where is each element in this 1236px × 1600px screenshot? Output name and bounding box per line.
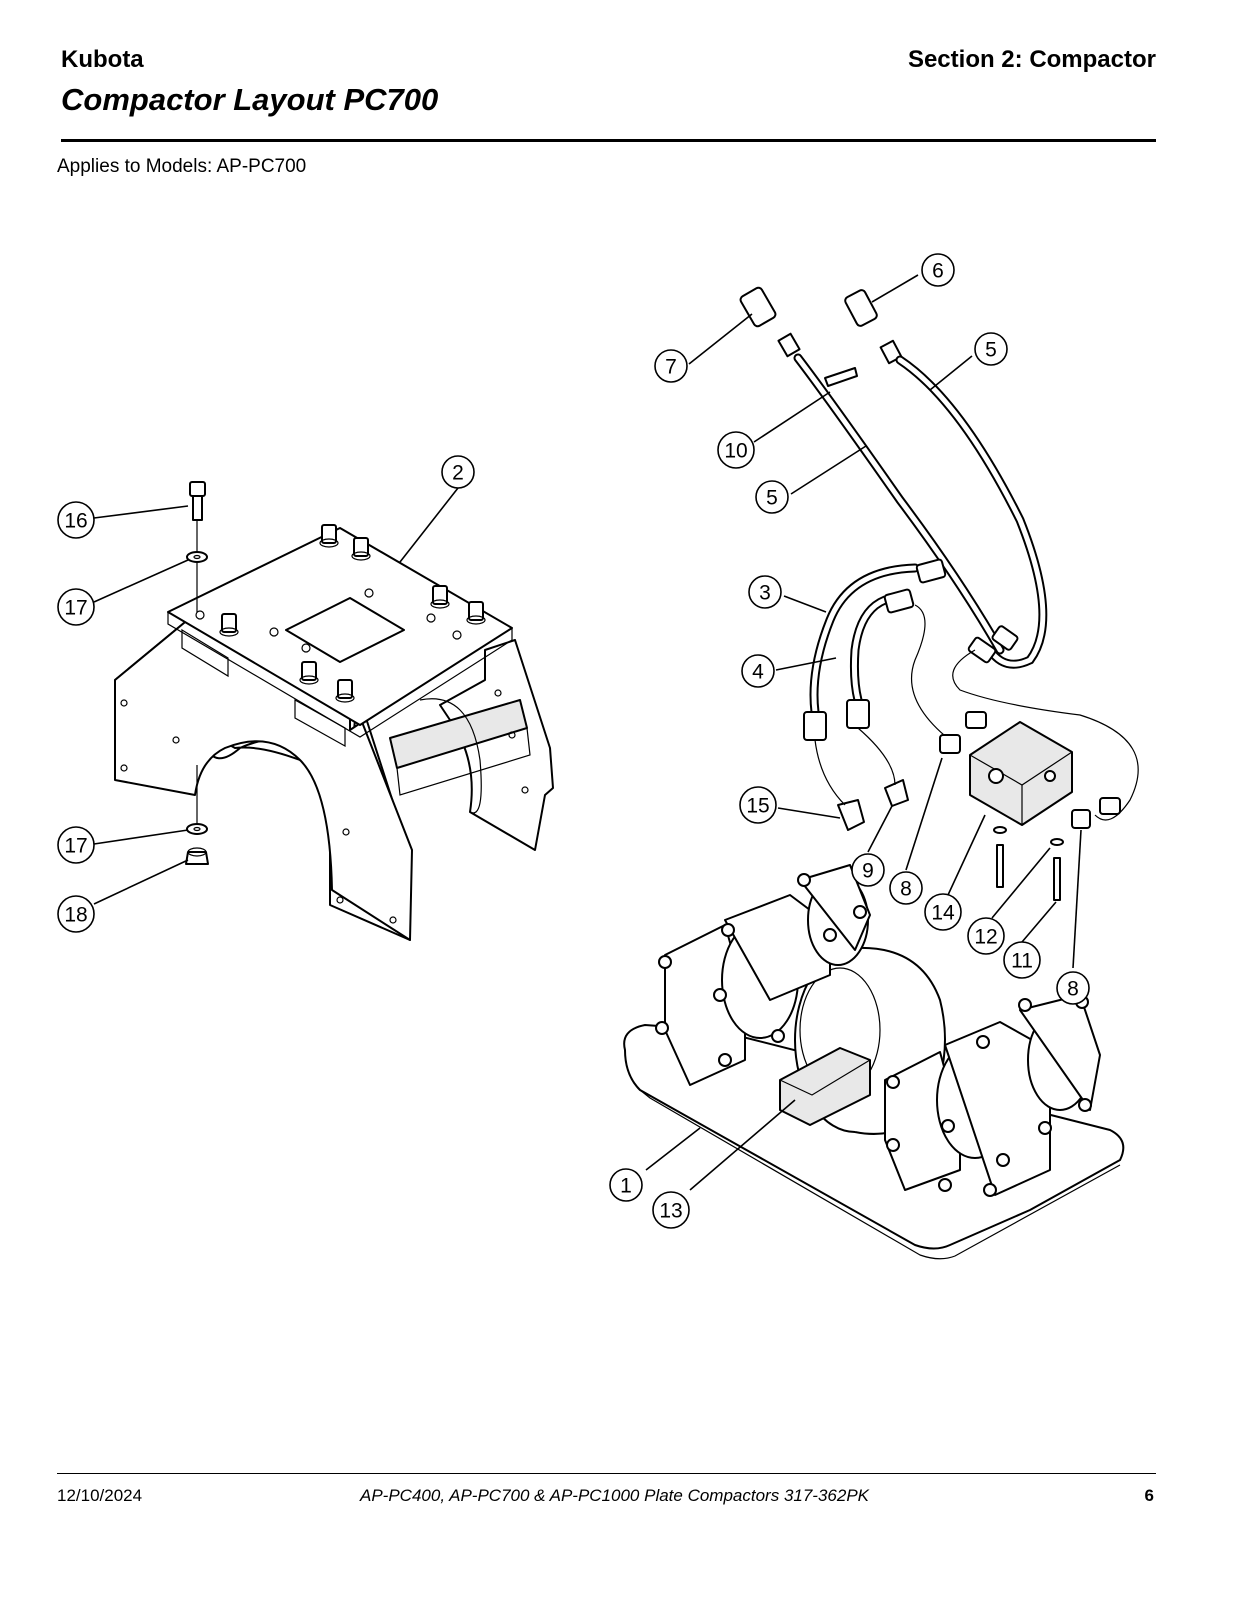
mounting-bracket-drawing [114, 481, 554, 941]
hydraulic-hoses-drawing [739, 286, 1139, 901]
callout-17-lower: 17 [57, 826, 95, 864]
svg-text:15: 15 [746, 795, 769, 818]
page-title: Compactor Layout PC700 [61, 82, 439, 117]
callout-11: 11 [1003, 941, 1041, 979]
header-divider [61, 139, 1156, 142]
callout-8-right: 8 [1056, 971, 1090, 1005]
callout-9: 9 [851, 853, 885, 887]
callout-1: 1 [609, 1168, 643, 1202]
svg-text:3: 3 [759, 582, 771, 605]
svg-text:5: 5 [985, 339, 997, 362]
svg-text:12: 12 [974, 926, 997, 949]
page-number: 6 [1144, 1486, 1154, 1505]
callout-17-upper: 17 [57, 588, 95, 626]
callout-4: 4 [741, 654, 775, 688]
svg-text:14: 14 [931, 902, 955, 925]
svg-text:2: 2 [452, 462, 464, 485]
callout-18: 18 [57, 895, 95, 933]
callout-7: 7 [654, 349, 688, 383]
callout-12: 12 [967, 917, 1005, 955]
callout-6: 6 [921, 253, 955, 287]
callout-15: 15 [739, 786, 777, 824]
footer-date: 12/10/2024 [57, 1486, 143, 1505]
section-label: Section 2: Compactor [907, 46, 1156, 73]
svg-text:8: 8 [900, 878, 912, 901]
svg-text:11: 11 [1011, 950, 1033, 973]
svg-text:10: 10 [724, 440, 747, 463]
applies-to-models: Applies to Models: AP-PC700 [57, 156, 307, 177]
callout-5-upper: 5 [974, 332, 1008, 366]
callout-14: 14 [924, 893, 962, 931]
callout-16: 16 [57, 501, 95, 539]
callout-13: 13 [652, 1191, 690, 1229]
svg-text:13: 13 [659, 1200, 682, 1223]
svg-text:17: 17 [64, 597, 87, 620]
callout-8-left: 8 [889, 871, 923, 905]
svg-text:18: 18 [64, 904, 87, 927]
footer-divider [57, 1473, 1156, 1474]
svg-text:7: 7 [665, 356, 677, 379]
callout-5-lower: 5 [755, 480, 789, 514]
svg-text:4: 4 [752, 661, 764, 684]
callout-10: 10 [717, 431, 755, 469]
svg-text:1: 1 [620, 1175, 632, 1198]
callout-3: 3 [748, 575, 782, 609]
svg-text:9: 9 [862, 860, 874, 883]
callout-2: 2 [441, 455, 475, 489]
svg-text:6: 6 [932, 260, 944, 283]
leader-lines [93, 274, 1082, 1191]
base-plate-drawing [623, 864, 1125, 1260]
svg-text:17: 17 [64, 835, 87, 858]
brand-name: Kubota [61, 46, 144, 73]
svg-text:16: 16 [64, 510, 87, 533]
svg-text:8: 8 [1067, 978, 1079, 1001]
footer-document-title: AP-PC400, AP-PC700 & AP-PC1000 Plate Com… [360, 1486, 870, 1505]
svg-text:5: 5 [766, 487, 778, 510]
